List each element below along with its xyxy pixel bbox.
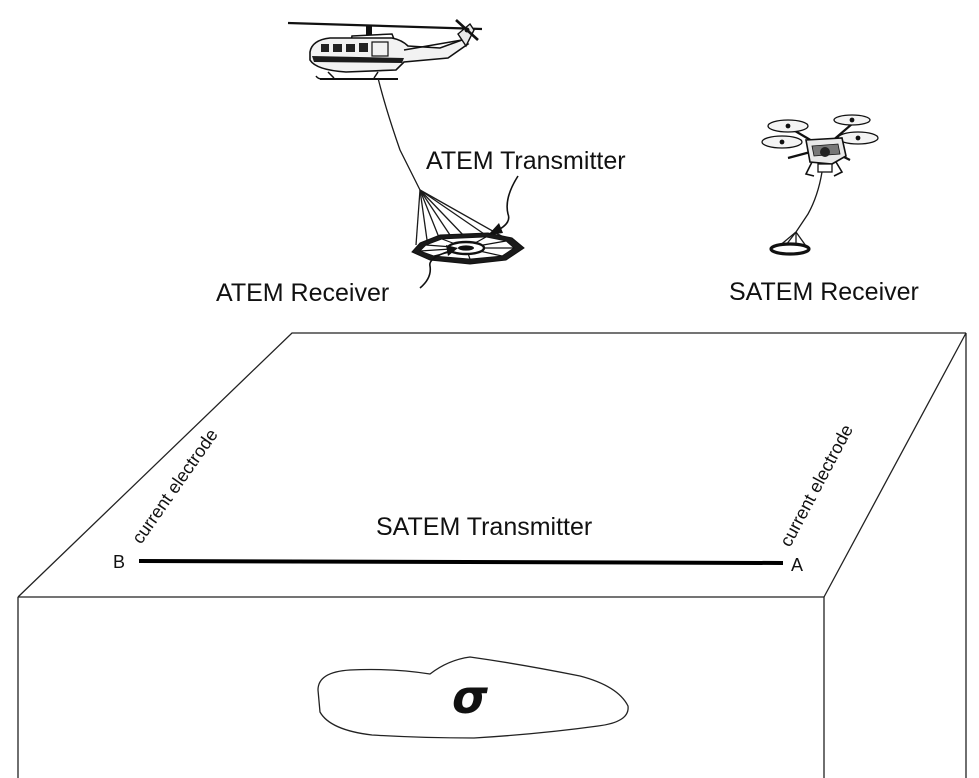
helicopter-icon bbox=[287, 19, 483, 80]
atem-receiver-label: ATEM Receiver bbox=[216, 279, 389, 307]
drone-icon bbox=[761, 114, 879, 177]
conductivity-symbol: σ bbox=[452, 670, 488, 724]
helicopter-tow-cable bbox=[377, 77, 421, 191]
drone-tether bbox=[795, 171, 823, 233]
satem-transmitter-wire bbox=[138, 559, 784, 565]
conductive-anomaly-body bbox=[317, 656, 629, 739]
arrow-head-icon bbox=[488, 223, 503, 235]
atem-receiver-pointer bbox=[419, 250, 451, 289]
electrode-a-label: A bbox=[791, 555, 803, 575]
ground-block bbox=[17, 332, 967, 778]
current-electrode-left-label: current electrode bbox=[128, 425, 222, 547]
current-electrode-right-label: current electrode bbox=[776, 421, 857, 550]
arrow-head-icon bbox=[446, 245, 458, 256]
atem-transmitter-label: ATEM Transmitter bbox=[426, 147, 626, 175]
atem-loop bbox=[411, 189, 525, 265]
electrode-b-label: B bbox=[113, 552, 125, 572]
satem-receiver-label: SATEM Receiver bbox=[729, 278, 919, 306]
satem-transmitter-label: SATEM Transmitter bbox=[376, 513, 592, 541]
atem-transmitter-pointer bbox=[493, 175, 519, 233]
satem-receiver-coil bbox=[769, 231, 811, 256]
